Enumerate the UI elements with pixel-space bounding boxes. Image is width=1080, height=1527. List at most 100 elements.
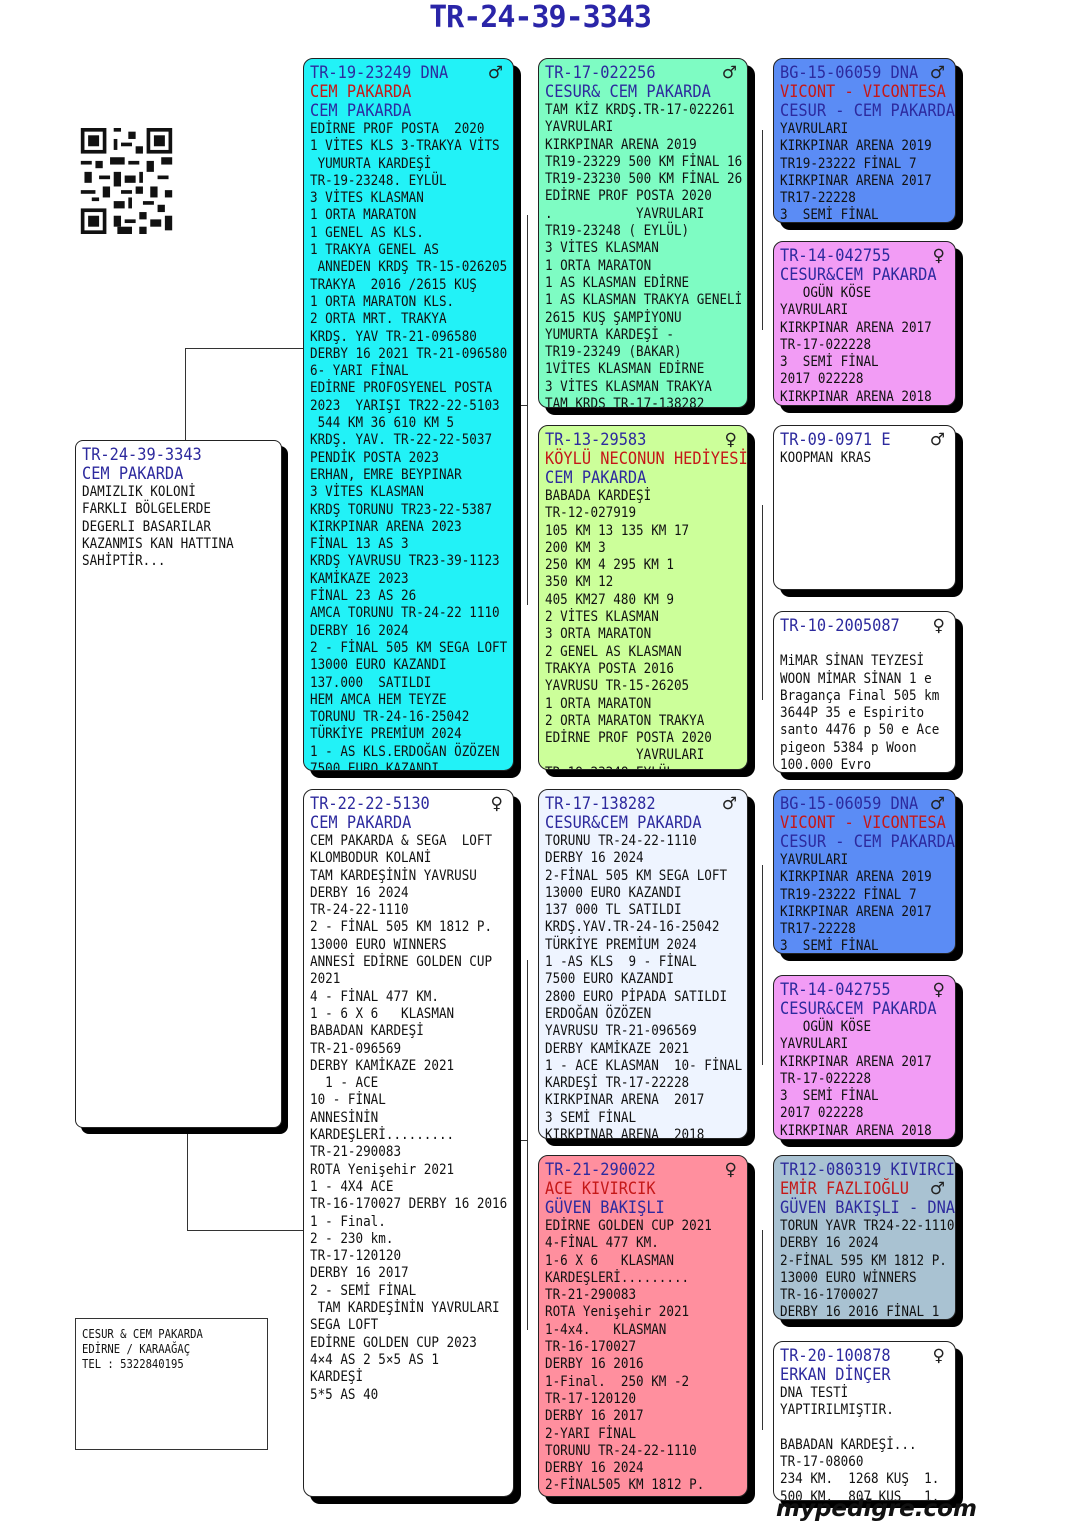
note-line: 6- YARI FİNAL [310, 363, 409, 380]
note-line: 1 TRAKYA GENEL AS [310, 242, 439, 259]
note-line: TR19-23249 (BAKAR) [545, 344, 682, 361]
note-line: TAM KARDEŞİNİN YAVRULARI [310, 1300, 500, 1317]
note-line: 2021 [310, 971, 341, 988]
note-line: TR19-23248 ( EYLÜL) [545, 223, 690, 240]
note-line: 7500 EURO KAZANDI [310, 760, 439, 771]
note-line: 1 GENEL AS KLS. [310, 224, 424, 241]
note-line: KIRKPINAR ARENA 2017 [545, 1092, 705, 1109]
note-line: 1-4x4. KLASMAN [545, 1321, 667, 1338]
note-line: EDİRNE PROF POSTA 2020 [545, 730, 712, 747]
note-line: 4×4 AS 2 5×5 AS 1 [310, 1351, 439, 1368]
note-line: KIRKPINAR ARENA 2019 [780, 869, 932, 886]
note-line: TAM KARDEŞİNİN YAVRUSU [310, 867, 477, 884]
sd-dam-ring: TR-10-2005087 [780, 616, 900, 636]
dam-card[interactable]: TR-22-22-5130 ♀ CEM PAKARDA CEM PAKARDA … [303, 789, 514, 1497]
dd-sire-owner: GÜVEN BAKIŞLI - DNA [780, 1198, 956, 1218]
sire-sire-card[interactable]: TR-17-022256 ♂ CESUR& CEM PAKARDA TAM Kİ… [538, 58, 748, 408]
female-icon: ♀ [490, 794, 503, 814]
connector-line [187, 1230, 303, 1231]
note-line: EDİRNE PROF POSTA 2020 [545, 188, 712, 205]
note-line: 1VİTES KLASMAN EDİRNE [545, 361, 705, 378]
note-line: 3 VİTES KLASMAN [310, 484, 424, 501]
note-line: DERBY 16 2016 FİNAL 1 [780, 1304, 940, 1320]
ss-sire-card[interactable]: BG-15-06059 DNA ♂ VICONT - VICONTESA CES… [773, 58, 956, 223]
female-icon: ♀ [932, 1346, 945, 1366]
note-line: 2 - SEMİ FİNAL [310, 1282, 417, 1299]
note-line: 5*5 AS 40 [310, 1386, 379, 1403]
note-line: DEGERLI BASARILAR [82, 518, 211, 535]
dd-sire-card[interactable]: TR12-080319 KIVIRCIK ♂ EMİR FAZLIOĞLU GÜ… [773, 1155, 956, 1320]
note-line: 1 - ACE KLASMAN 10- FİNAL [545, 1057, 743, 1074]
note-line: 1 - ACE [310, 1075, 379, 1092]
ss-dam-card[interactable]: TR-14-042755 ♀ CESUR&CEM PAKARDA OGÜN KÖ… [773, 241, 956, 406]
connector-line [185, 348, 303, 349]
sd-sire-card[interactable]: TR-09-0971 E ♂ KOOPMAN KRAS [773, 425, 956, 590]
male-icon: ♂ [487, 63, 503, 83]
sire-dam-ring: TR-13-29583 [545, 430, 647, 450]
note-line: TR-16-170027 DERBY 16 2016 [310, 1196, 508, 1213]
note-line: TR-21-096569 [310, 1040, 402, 1057]
note-line: 3 SEMİ FİNAL [780, 354, 879, 371]
note-line: 2-FİNAL 505 KM SEGA LOFT [545, 867, 728, 884]
note-line: 2-FİNAL 595 KM 1812 P. [780, 1252, 947, 1269]
note-line: BABADAN KARDEŞİ [310, 1023, 424, 1040]
note-line: 2-FİNAL505 KM 1812 P. [545, 1477, 705, 1494]
sire-dam-card[interactable]: TR-13-29583 ♀ KÖYLÜ NECONUN HEDİYESİ CEM… [538, 425, 748, 770]
note-line: 100.000 Evro [780, 757, 872, 773]
note-line: 3 SEMİ FİNAL [780, 1088, 879, 1105]
note-line: 1 VİTES KLS 3-TRAKYA VİTS [310, 138, 500, 155]
note-line: 1 ORTA MARATON KLS. [310, 293, 455, 310]
note-line: 1 - 6 X 6 KLASMAN [310, 1005, 455, 1022]
note-line: TORUNU TR-24-22-1110 [545, 833, 697, 849]
note-line: TR-17-08060 [780, 1454, 864, 1471]
note-line: MiMAR SİNAN TEYZESİ [780, 653, 925, 670]
note-line: PENDİK POSTA 2023 [310, 449, 439, 466]
note-line: TORUNU TR-24-16-25042 [310, 709, 470, 726]
dam-sire-card[interactable]: TR-17-138282 ♂ CESUR&CEM PAKARDA TORUNU … [538, 789, 748, 1139]
sire-card[interactable]: TR-19-23249 DNA ♂ CEM PAKARDA CEM PAKARD… [303, 58, 514, 771]
note-line: DERBY 16 2024 [545, 1460, 644, 1477]
note-line: TR-24-22-1110 [310, 902, 409, 919]
note-line: TAM KİZ KRDŞ.TR-17-022261 [545, 102, 735, 118]
male-icon: ♂ [929, 63, 945, 83]
note-line: ERDOĞAN ÖZÖZEN [545, 1005, 652, 1022]
male-icon: ♂ [721, 63, 737, 83]
note-line: 13000 EURO WİNNERS [780, 1269, 917, 1286]
sire-sire-name: CESUR& CEM PAKARDA [545, 82, 711, 102]
note-line: WOON MİMAR SİNAN 1 e [780, 670, 932, 687]
note-line: KARDEŞLERİ......... [545, 1269, 690, 1286]
note-line: DERBY 16 2017 [545, 1408, 644, 1425]
note-line: ERHAN, EMRE BEYPINAR [310, 466, 462, 483]
note-line: DERBY 16 2024 [780, 1235, 879, 1252]
note-line: KARDEŞİ TR-17-22228 [545, 1075, 690, 1092]
note-line: FİNAL 13 AS 3 [310, 536, 409, 553]
note-line: 1 - AS KLS.ERDOĞAN ÖZÖZEN [310, 743, 500, 760]
dam-dam-card[interactable]: TR-21-290022 ♀ ACE KIVIRCIK GÜVEN BAKIŞL… [538, 1155, 748, 1497]
ds-dam-card[interactable]: TR-14-042755 ♀ CESUR&CEM PAKARDA OGÜN KÖ… [773, 975, 956, 1140]
note-line: BABADA KARDEŞİ [545, 488, 652, 504]
note-line: KIRKPINAR ARENA 2018 [545, 1127, 705, 1139]
note-line: YAVRULARI [780, 302, 849, 319]
dd-sire-name: EMİR FAZLIOĞLU [780, 1179, 909, 1199]
note-line: 250 KM 4 295 KM 1 [545, 557, 674, 574]
note-line: TR-17-120120 [310, 1248, 402, 1265]
note-line: KRDŞ. YAV. TR-22-22-5037 [310, 432, 493, 449]
note-line: KARDEŞİ [310, 1369, 364, 1386]
sire-name: CEM PAKARDA [310, 82, 412, 102]
note-line: 3 VİTES KLASMAN TRAKYA [545, 378, 712, 395]
note-line: TR17-22228 [780, 921, 856, 938]
ds-sire-card[interactable]: BG-15-06059 DNA ♂ VICONT - VICONTESA CES… [773, 789, 956, 954]
note-line: KARDEŞLERİ......... [310, 1127, 455, 1144]
sire-ring: TR-19-23249 DNA [310, 63, 449, 83]
note-line: YAVRULARI [780, 121, 849, 137]
note-line: TR-19-23248. EYLÜL [310, 172, 447, 189]
subject-card[interactable]: TR-24-39-3343 CEM PAKARDA DAMIZLIK KOLON… [75, 440, 282, 1128]
ss-sire-ring: BG-15-06059 DNA [780, 63, 919, 83]
